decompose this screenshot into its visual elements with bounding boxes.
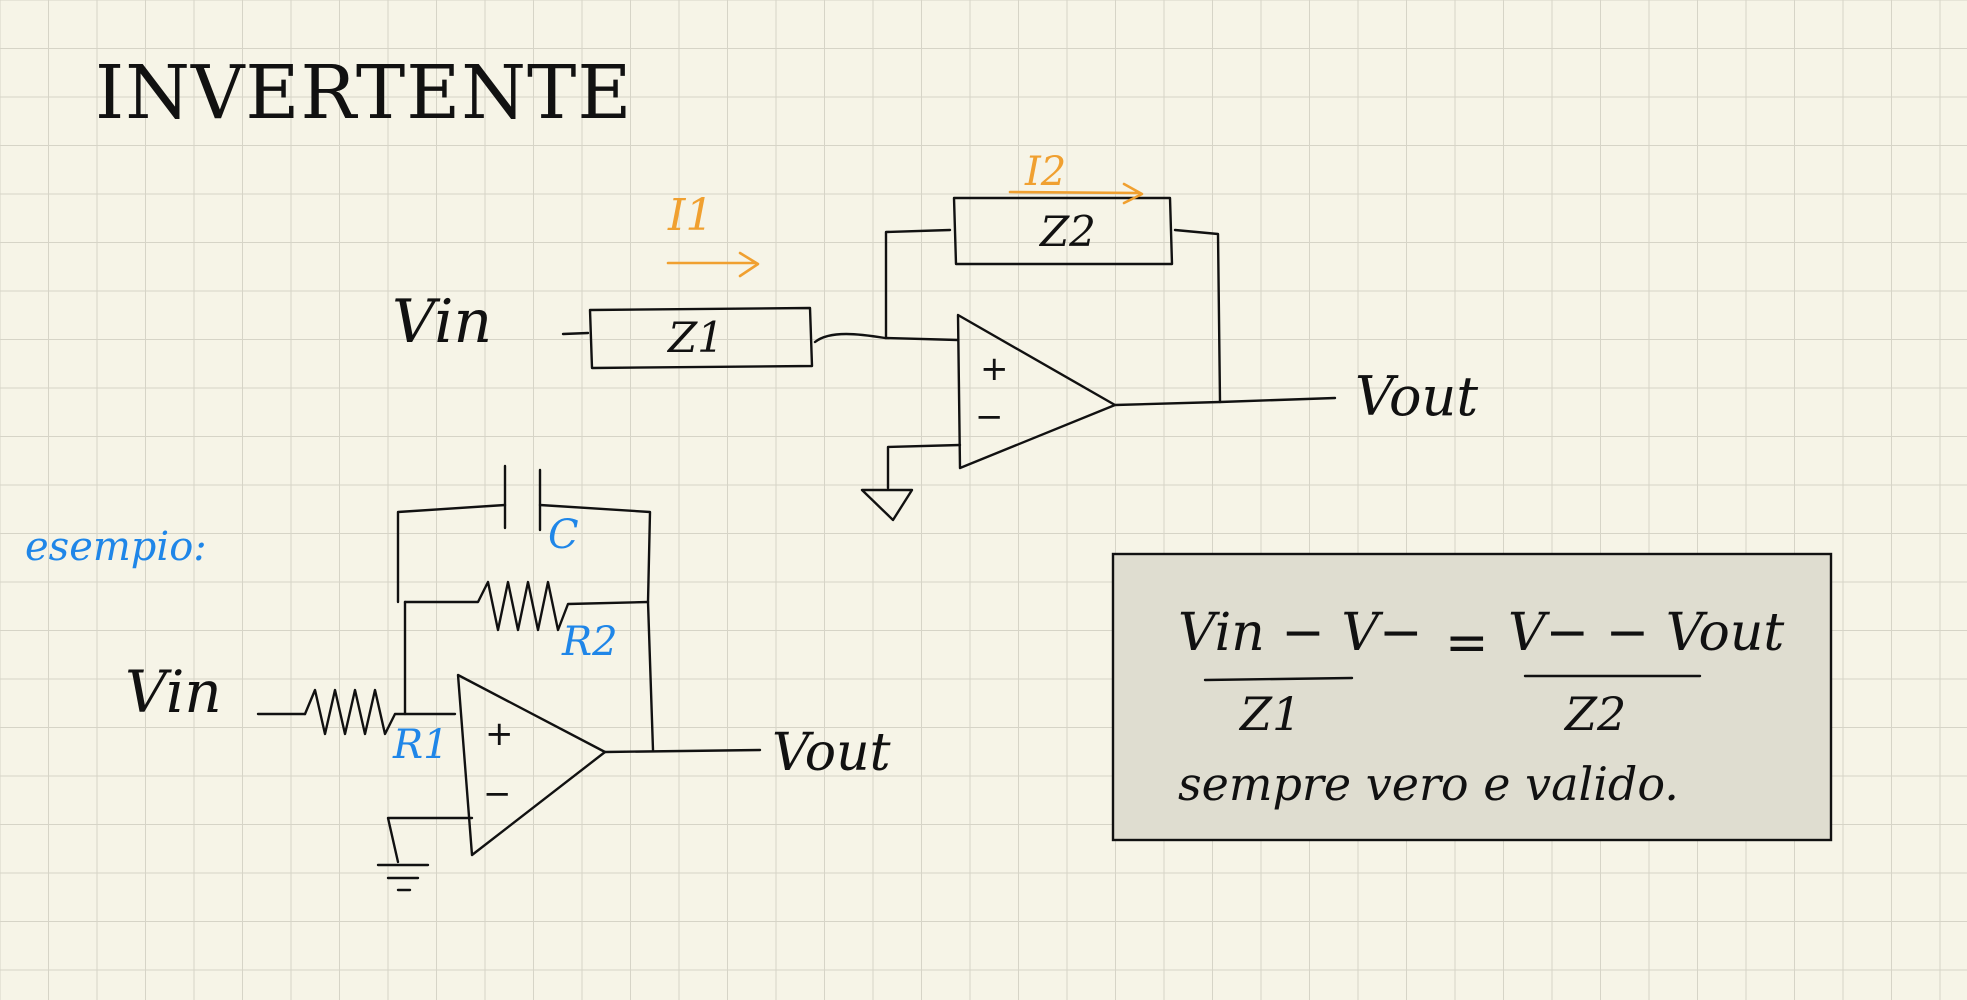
main-input-wire xyxy=(561,331,590,336)
note-box: Vin − V− Z1 = V− − Vout Z2 sempre vero e… xyxy=(1111,552,1833,842)
r2-resistor xyxy=(403,580,650,632)
main-ground-icon xyxy=(860,488,914,522)
feedback-left-wire xyxy=(884,228,952,340)
main-vin-label: Vin xyxy=(392,287,492,357)
i2-arrow-icon xyxy=(1008,182,1144,205)
main-opamp xyxy=(956,313,1117,470)
r1-label: R1 xyxy=(392,722,449,768)
example-vin-label: Vin xyxy=(125,658,222,726)
main-opamp-minus: − xyxy=(975,397,1004,437)
z1-box xyxy=(588,306,814,370)
note-caption: sempre vero e valido. xyxy=(1178,757,1679,811)
z2-box xyxy=(952,196,1174,266)
example-ground-icon xyxy=(376,816,474,892)
r2-label: R2 xyxy=(561,619,618,665)
capacitor-plates xyxy=(503,464,542,532)
eq-rhs-numerator: V− − Vout xyxy=(1508,603,1784,663)
feedback-right-wire xyxy=(1173,228,1222,404)
main-output-wire xyxy=(1113,396,1337,407)
cap-right-wire xyxy=(538,503,652,604)
note-box-frame xyxy=(1111,552,1833,842)
cap-left-wire xyxy=(396,503,507,604)
z1-label: Z1 xyxy=(666,313,724,362)
eq-rhs-denominator: Z2 xyxy=(1563,687,1626,741)
eq-lhs-denominator: Z1 xyxy=(1238,687,1301,741)
i1-arrow-icon xyxy=(666,251,760,278)
main-vout-label: Vout xyxy=(1355,365,1478,428)
i1-label: I1 xyxy=(667,190,713,241)
r1-resistor xyxy=(303,688,457,736)
eq-lhs-numerator: Vin − V− xyxy=(1178,603,1423,663)
eq-lhs-fraction-bar xyxy=(1203,676,1354,682)
c-label: C xyxy=(548,512,579,558)
example-opamp-minus: − xyxy=(483,774,512,814)
example-feedback-right xyxy=(646,600,655,752)
example-opamp xyxy=(456,673,607,857)
example-opamp-plus: + xyxy=(485,714,514,754)
example-circuit: esempio: Vin R1 C R2 + − Vout xyxy=(25,464,891,892)
main-circuit: Vin Z1 Z2 + − Vout I1 I2 xyxy=(392,149,1478,522)
example-vout-label: Vout xyxy=(772,723,891,783)
main-ground-wire xyxy=(886,443,962,490)
eq-equals: = xyxy=(1445,613,1489,673)
example-label: esempio: xyxy=(25,524,207,570)
example-output-wire xyxy=(603,748,762,754)
main-opamp-plus: + xyxy=(980,349,1009,389)
z2-label: Z2 xyxy=(1038,207,1096,256)
page-title: INVERTENTE xyxy=(95,50,632,136)
i2-label: I2 xyxy=(1024,149,1066,195)
